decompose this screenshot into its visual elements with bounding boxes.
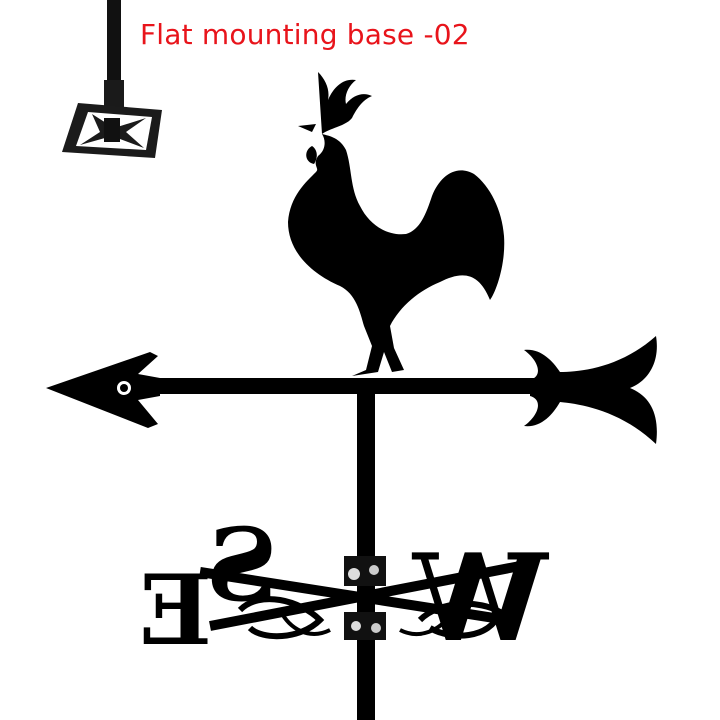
rooster-silhouette [288,72,505,376]
compass-letter-east: E [139,554,212,667]
arrow-shaft [120,378,560,394]
mounting-base-inset [62,0,162,158]
compass-letter-west: W [411,528,550,669]
compass-hub [344,556,386,640]
pole [357,380,375,720]
compass-arms [199,561,521,640]
compass-letter-south: S [206,506,278,624]
arrow-head [46,352,160,428]
product-caption: Flat mounting base -02 [140,18,470,51]
arrow-tail [524,336,657,444]
